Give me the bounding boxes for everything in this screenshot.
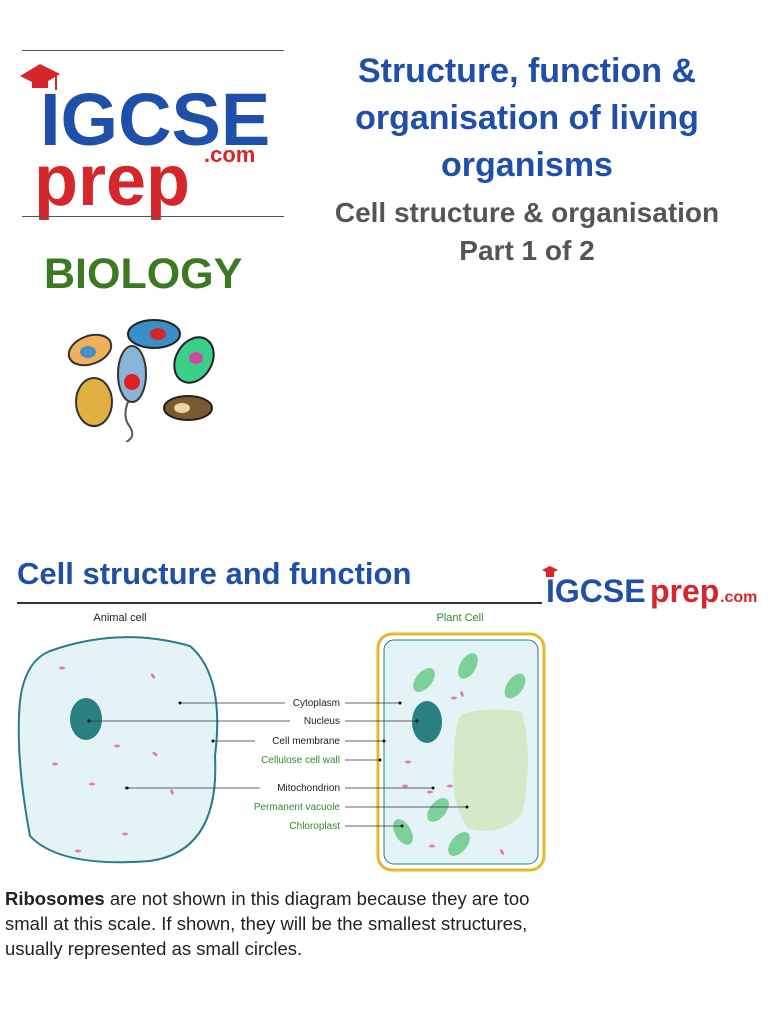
- ribosome-note: Ribosomes are not shown in this diagram …: [5, 886, 545, 961]
- subtitle-line-2: Part 1 of 2: [459, 235, 595, 266]
- cell-diagram: Animal cell Plant Cell: [17, 612, 546, 872]
- label-cytoplasm: Cytoplasm: [293, 698, 340, 709]
- graduation-cap-icon: [20, 64, 60, 90]
- title-line-3: organisms: [441, 146, 613, 184]
- section-title: Cell structure and function: [17, 556, 412, 591]
- title-line-2: organisation of living: [355, 99, 699, 137]
- label-dots: [87, 701, 469, 828]
- ribosome-note-bold: Ribosomes: [5, 888, 105, 909]
- label-mitochondrion: Mitochondrion: [277, 783, 340, 794]
- small-logo-main: IGCSE: [546, 573, 646, 609]
- label-cellulose-cell-wall: Cellulose cell wall: [261, 755, 340, 766]
- logo-top-rule: [22, 50, 284, 51]
- permanent-vacuole: [453, 709, 528, 831]
- section-rule: [17, 602, 542, 604]
- small-logo-sub: prep: [650, 573, 719, 609]
- page-title: Structure, function & organisation of li…: [318, 48, 736, 189]
- animal-cell-membrane: [17, 636, 219, 864]
- animal-nucleus: [70, 698, 102, 740]
- chloroplasts: [393, 653, 526, 856]
- title-line-1: Structure, function &: [357, 52, 697, 90]
- label-cell-membrane: Cell membrane: [272, 736, 340, 747]
- label-nucleus: Nucleus: [304, 716, 340, 727]
- small-logo-suffix: .com: [720, 589, 757, 606]
- label-lines: [89, 702, 467, 827]
- logo-suffix-text: .com: [204, 142, 255, 167]
- label-chloroplast: Chloroplast: [289, 821, 340, 832]
- microbes-illustration: [67, 319, 215, 442]
- animal-cell-title: Animal cell: [93, 612, 146, 624]
- plant-mitochondria: [402, 691, 504, 855]
- logo-sub-text: prep: [34, 141, 190, 220]
- igcse-prep-logo: IGCSE prep .com: [20, 64, 270, 220]
- label-permanent-vacuole: Permanent vacuole: [254, 802, 341, 813]
- graduation-cap-icon: [542, 566, 558, 577]
- logo-bottom-rule: [22, 216, 284, 217]
- subject-label: BIOLOGY: [44, 250, 243, 298]
- logo-main-text: IGCSE: [40, 78, 270, 161]
- igcse-prep-small-logo: IGCSE prep .com: [542, 566, 757, 609]
- page-subtitle: Cell structure & organisation Part 1 of …: [318, 194, 736, 270]
- label-texts: Cytoplasm Nucleus Cell membrane Cellulos…: [254, 698, 341, 832]
- subtitle-line-1: Cell structure & organisation: [334, 197, 720, 228]
- plant-nucleus: [412, 701, 442, 743]
- ribosome-note-text: are not shown in this diagram because th…: [5, 888, 530, 959]
- plant-cell-title: Plant Cell: [436, 612, 483, 624]
- animal-mitochondria: [52, 666, 174, 853]
